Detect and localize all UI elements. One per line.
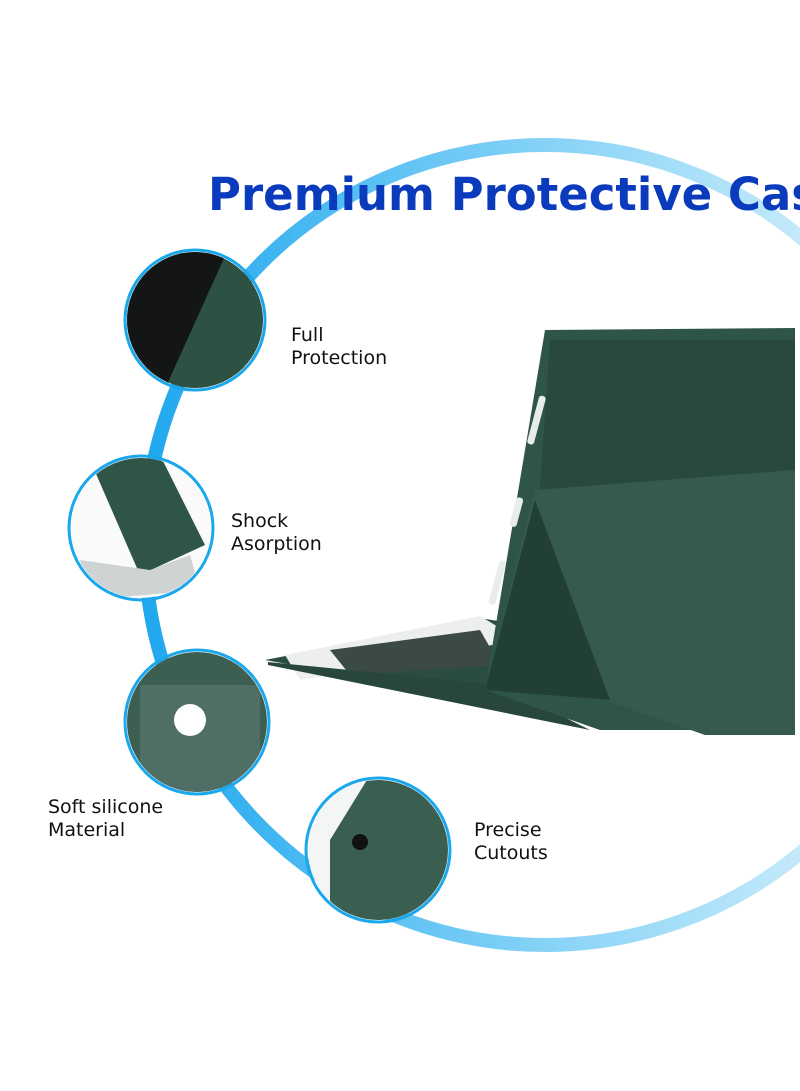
feature-line: Full bbox=[291, 324, 324, 346]
tablet-keyboard-case bbox=[265, 328, 795, 735]
feature-line: Asorption bbox=[231, 533, 322, 555]
feature-full-protection: Full Protection bbox=[291, 324, 387, 370]
feature-line: Protection bbox=[291, 347, 388, 369]
feature-line: Material bbox=[48, 819, 126, 841]
shock-absorption-image bbox=[71, 458, 211, 598]
headline: Premium Protective Case bbox=[208, 168, 800, 221]
feature-line: Shock bbox=[231, 510, 289, 532]
feature-shock-absorption: Shock Asorption bbox=[231, 510, 322, 556]
feature-soft-silicone: Soft silicone Material bbox=[48, 796, 163, 842]
feature-line: Precise bbox=[474, 819, 542, 841]
precise-cutouts-image bbox=[308, 780, 448, 920]
feature-line: Cutouts bbox=[474, 842, 548, 864]
full-protection-image bbox=[127, 252, 263, 388]
feature-precise-cutouts: Precise Cutouts bbox=[474, 819, 548, 865]
feature-line: Soft silicone bbox=[48, 796, 164, 818]
silicone-material-image bbox=[127, 652, 267, 792]
